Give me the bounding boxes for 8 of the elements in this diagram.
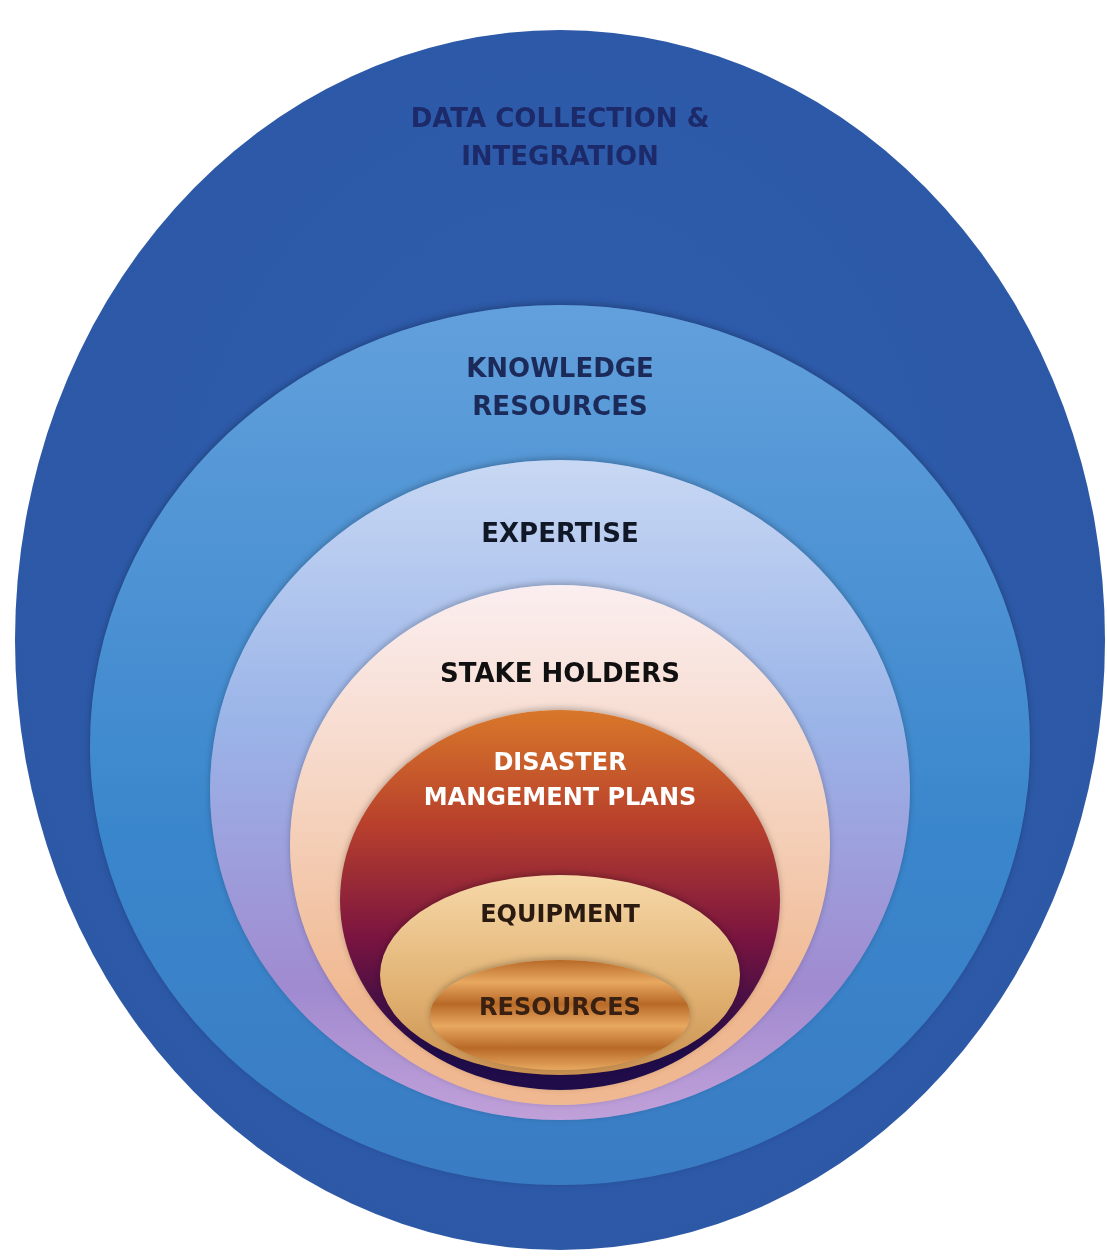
nested-ellipse [430, 960, 690, 1070]
layer-label: EQUIPMENT [479, 899, 641, 930]
layer-label: DATA COLLECTION & INTEGRATION [409, 102, 711, 173]
layer-label: KNOWLEDGE RESOURCES [465, 352, 655, 423]
layer-label: STAKE HOLDERS [438, 657, 681, 690]
layer-label: DISASTER MANGEMENT PLANS [422, 747, 698, 813]
layer-label: RESOURCES [478, 992, 642, 1023]
layer-label: EXPERTISE [480, 517, 640, 550]
